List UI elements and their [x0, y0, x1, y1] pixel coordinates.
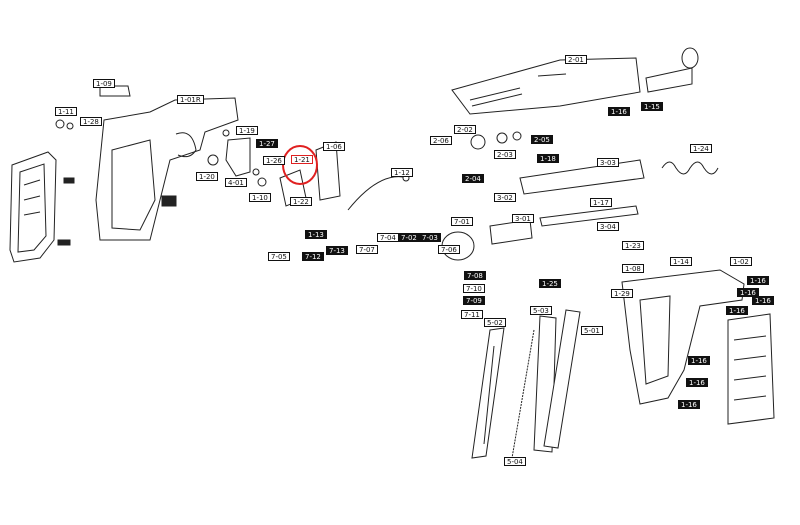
part-label-1-25: 1-25 [539, 279, 561, 288]
part-label-7-03: 7-03 [419, 233, 441, 242]
part-label-2-06: 2-06 [430, 136, 452, 145]
part-label-7-02: 7-02 [398, 233, 420, 242]
part-label-1-11: 1-11 [55, 107, 77, 116]
part-label-2-01: 2-01 [565, 55, 587, 64]
part-label-7-01: 7-01 [451, 217, 473, 226]
part-label-1-13: 1-13 [305, 230, 327, 239]
part-label-1-08: 1-08 [622, 264, 644, 273]
part-label-5-03: 5-03 [530, 306, 552, 315]
part-label-7-10: 7-10 [463, 284, 485, 293]
part-label-1-14: 1-14 [670, 257, 692, 266]
part-label-3-02: 3-02 [494, 193, 516, 202]
part-label-1-01R: 1-01R [177, 95, 204, 104]
part-label-7-11: 7-11 [461, 310, 483, 319]
part-label-1-26: 1-26 [263, 156, 285, 165]
part-label-1-10: 1-10 [249, 193, 271, 202]
part-label-1-21: 1-21 [291, 155, 313, 164]
part-label-1-16: 1-16 [686, 378, 708, 387]
part-label-1-18: 1-18 [537, 154, 559, 163]
part-label-1-15: 1-15 [641, 102, 663, 111]
part-label-1-02: 1-02 [730, 257, 752, 266]
highlight-ring [282, 145, 318, 185]
left-grip-panel [9, 151, 75, 263]
part-label-1-19: 1-19 [236, 126, 258, 135]
part-label-1-09: 1-09 [93, 79, 115, 88]
part-label-7-04: 7-04 [377, 233, 399, 242]
frame-left [95, 85, 239, 241]
part-label-1-29: 1-29 [611, 289, 633, 298]
part-label-1-27: 1-27 [256, 139, 278, 148]
part-label-5-01: 5-01 [581, 326, 603, 335]
part-label-7-13: 7-13 [326, 246, 348, 255]
part-label-2-05: 2-05 [531, 135, 553, 144]
part-label-1-24: 1-24 [690, 144, 712, 153]
barrel-group [441, 131, 719, 261]
part-label-1-20: 1-20 [196, 172, 218, 181]
part-label-1-16: 1-16 [737, 288, 759, 297]
part-label-2-03: 2-03 [494, 150, 516, 159]
part-label-1-16: 1-16 [726, 306, 748, 315]
part-label-7-05: 7-05 [268, 252, 290, 261]
part-label-3-03: 3-03 [597, 158, 619, 167]
part-label-1-16: 1-16 [608, 107, 630, 116]
part-label-2-04: 2-04 [462, 174, 484, 183]
slide [451, 47, 699, 115]
part-label-1-17: 1-17 [590, 198, 612, 207]
part-label-5-02: 5-02 [484, 318, 506, 327]
part-label-7-06: 7-06 [438, 245, 460, 254]
part-label-5-04: 5-04 [504, 457, 526, 466]
part-label-1-28: 1-28 [80, 117, 102, 126]
part-label-7-09: 7-09 [463, 296, 485, 305]
part-label-7-07: 7-07 [356, 245, 378, 254]
part-label-7-08: 7-08 [464, 271, 486, 280]
part-label-1-22: 1-22 [290, 197, 312, 206]
part-label-4-01: 4-01 [225, 178, 247, 187]
part-label-1-16: 1-16 [678, 400, 700, 409]
part-label-2-02: 2-02 [454, 125, 476, 134]
part-label-1-16: 1-16 [688, 356, 710, 365]
part-label-1-06: 1-06 [323, 142, 345, 151]
magazines [471, 309, 581, 459]
part-label-7-12: 7-12 [302, 252, 324, 261]
part-label-3-01: 3-01 [512, 214, 534, 223]
frame-right [621, 269, 775, 425]
part-label-1-16: 1-16 [752, 296, 774, 305]
part-label-1-23: 1-23 [622, 241, 644, 250]
part-label-1-12: 1-12 [391, 168, 413, 177]
part-label-1-16: 1-16 [747, 276, 769, 285]
part-label-3-04: 3-04 [597, 222, 619, 231]
